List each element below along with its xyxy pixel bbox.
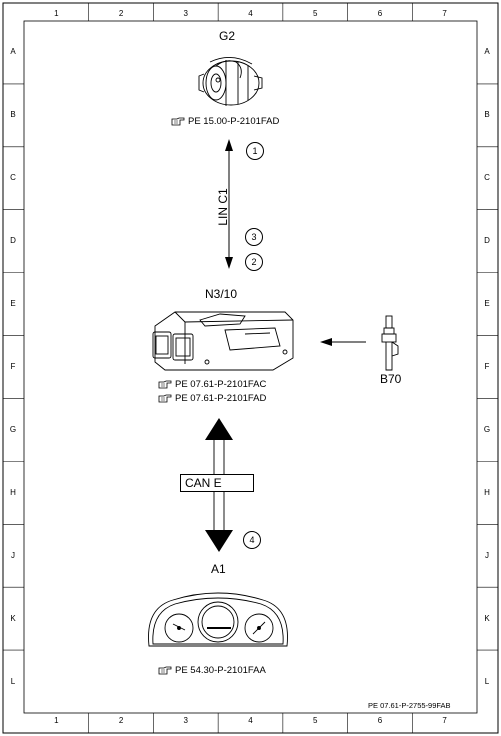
grid-row-label: H [10,487,16,497]
grid-row-label: J [11,550,15,560]
grid-column-label: 3 [183,716,188,725]
document-id: PE 07.61-P-2755-99FAB [368,701,451,710]
grid-column-label: 7 [442,9,447,18]
grid-row-label: C [484,173,490,183]
pointing-hand-icon [171,117,185,126]
n3-10-label: N3/10 [205,287,238,301]
control-unit-icon [152,311,294,371]
grid-row-label: H [484,487,490,497]
pointing-hand-icon [158,394,172,403]
grid-column-label: 5 [312,716,318,725]
sensor-icon [381,315,399,371]
n3-10-reference-1[interactable]: PE 07.61-P-2101FAC [158,379,266,390]
can-bus-label: CAN E [180,474,254,492]
grid-column-label: 6 [377,9,383,18]
grid-row-label: A [484,47,490,57]
grid-column-label: 2 [118,716,124,725]
grid-row-label: L [10,676,16,686]
grid-column-label: 1 [54,9,59,18]
grid-row-label: E [10,299,16,309]
grid-row-label: D [10,236,16,246]
grid-row-label: G [483,424,491,434]
grid-row-label: E [484,299,490,309]
grid-row-label: A [10,47,16,57]
grid-row-label: D [484,236,490,246]
connection-marker: 2 [245,253,263,271]
connection-marker: 4 [243,531,261,549]
g2-reference[interactable]: PE 15.00-P-2101FAD [171,116,279,127]
grid-row-label: F [484,362,490,371]
grid-column-label: 4 [248,716,253,725]
grid-column-label: 6 [377,716,383,725]
a1-reference[interactable]: PE 54.30-P-2101FAA [158,665,266,676]
lin-bus-connection [225,139,233,269]
generator-icon [198,57,263,106]
grid-row-label: J [485,550,489,560]
grid-column-label: 4 [248,9,253,18]
b70-label: B70 [380,372,402,386]
n3-10-reference-2[interactable]: PE 07.61-P-2101FAD [158,393,266,404]
grid-column-label: 5 [312,9,318,18]
connection-marker: 3 [245,228,263,246]
grid-column-label: 3 [183,9,188,18]
grid-row-label: B [484,110,490,120]
grid-row-label: F [10,362,16,371]
grid-row-label: K [484,613,490,623]
grid-column-label: 1 [54,716,59,725]
a1-label: A1 [211,562,226,576]
grid-row-label: K [10,613,16,623]
grid-row-label: G [9,424,17,434]
pointing-hand-icon [158,666,172,675]
instrument-cluster-icon [148,592,288,647]
lin-bus-label: LIN C1 [216,188,230,226]
grid-row-label: L [484,676,490,686]
connection-marker: 1 [246,142,264,160]
sensor-signal-arrow [320,338,366,346]
g2-label: G2 [219,29,236,43]
grid-row-label: B [10,110,16,120]
grid-column-label: 7 [442,716,447,725]
grid-column-label: 2 [118,9,124,18]
pointing-hand-icon [158,380,172,389]
grid-row-label: C [10,173,16,183]
